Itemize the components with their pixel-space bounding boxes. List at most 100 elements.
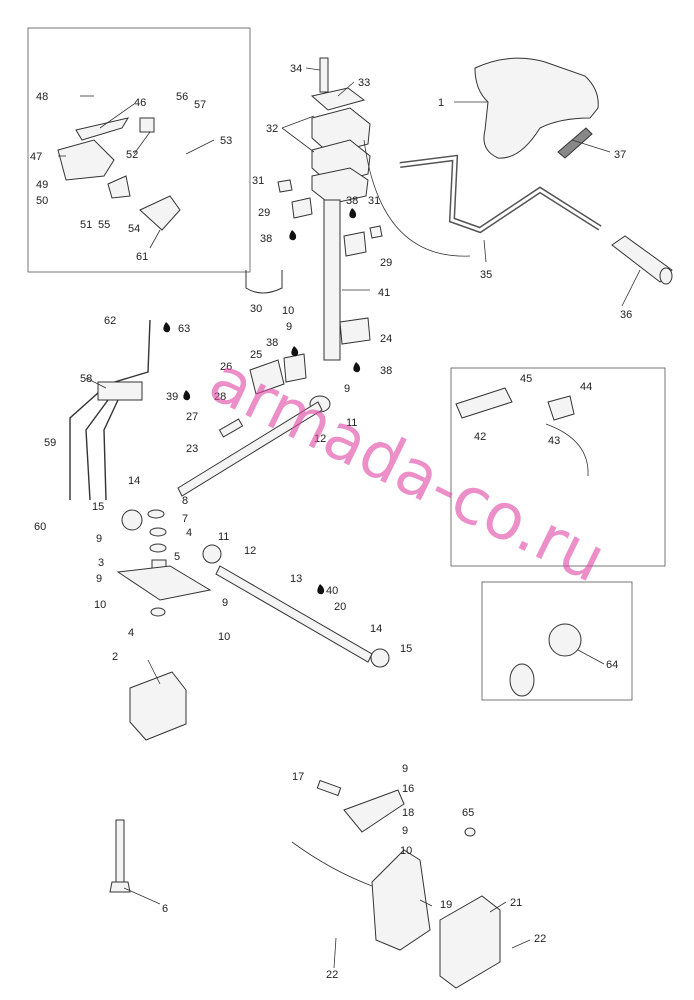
callout-46: 46 [134, 97, 146, 109]
callout-9g: 9 [402, 825, 408, 837]
callout-14b: 14 [370, 623, 382, 635]
arrow-curve-heater [545, 423, 589, 477]
callout-14a: 14 [128, 475, 140, 487]
callout-38b: 38 [260, 233, 272, 245]
callout-57: 57 [194, 99, 206, 111]
cap-55 [107, 175, 131, 199]
leader-lines [58, 67, 641, 969]
grease-drop-icon [349, 208, 357, 219]
callout-59: 59 [44, 437, 56, 449]
callout-54: 54 [128, 223, 140, 235]
clamp-block-upper [311, 107, 371, 155]
callout-44: 44 [580, 381, 592, 393]
grease-drop-icon [183, 390, 191, 401]
callout-20: 20 [334, 601, 346, 613]
lower-bracket-26 [249, 359, 285, 395]
washer-65 [464, 827, 476, 837]
long-bolt [115, 819, 125, 883]
callout-4a: 4 [186, 527, 192, 539]
reference-arrows [291, 139, 589, 887]
callout-4b: 4 [128, 627, 134, 639]
callout-29a: 29 [258, 207, 270, 219]
callout-17: 17 [292, 771, 304, 783]
callout-65: 65 [462, 807, 474, 819]
grease-drop-icon [289, 230, 297, 241]
column-clamp-left [291, 197, 313, 219]
callout-7: 7 [182, 513, 188, 525]
steering-arm-16 [343, 789, 405, 833]
inset-frame-horn [481, 581, 633, 701]
grease-drop-icon [353, 362, 361, 373]
callout-22b: 22 [534, 933, 546, 945]
callout-60: 60 [34, 521, 46, 533]
callout-41: 41 [378, 287, 390, 299]
callout-33: 33 [358, 77, 370, 89]
handlebar-tube [399, 154, 602, 234]
lever-housing [57, 139, 115, 181]
callout-16: 16 [402, 783, 414, 795]
callout-9f: 9 [402, 763, 408, 775]
callout-13: 13 [290, 573, 302, 585]
callout-31b: 31 [368, 195, 380, 207]
arrow-curve-lower [291, 841, 373, 887]
bolt-27 [218, 418, 244, 438]
callout-61: 61 [136, 251, 148, 263]
heated-grip [455, 387, 513, 419]
inset-frame-lever-assembly [27, 27, 251, 273]
callout-62: 62 [104, 315, 116, 327]
callout-27: 27 [186, 411, 198, 423]
callout-49: 49 [36, 179, 48, 191]
callout-30: 30 [250, 303, 262, 315]
cable-junction [97, 381, 143, 401]
lower-bracket-25 [283, 353, 307, 383]
nut-31-right [369, 225, 383, 239]
pivot-arm-3 [116, 565, 212, 601]
mount-block [129, 671, 187, 741]
washer-7 [149, 527, 167, 537]
cover-pad [557, 127, 593, 159]
callout-9c: 9 [96, 533, 102, 545]
throttle-lever-54 [139, 195, 181, 231]
callout-26: 26 [220, 361, 232, 373]
callout-29b: 29 [380, 257, 392, 269]
parts-line-art [57, 57, 673, 989]
callout-2: 2 [112, 651, 118, 663]
callout-40: 40 [326, 585, 338, 597]
tie-rod-upper [177, 401, 323, 497]
washer-4-upper [149, 543, 167, 553]
ball-joint-15-right [370, 648, 390, 668]
callout-55: 55 [98, 219, 110, 231]
callout-18: 18 [402, 807, 414, 819]
callout-56: 56 [176, 91, 188, 103]
grease-drops [163, 208, 361, 595]
handle-grip-end [659, 267, 673, 285]
throttle-cable [69, 319, 151, 501]
callout-25: 25 [250, 349, 262, 361]
callout-9e: 9 [222, 597, 228, 609]
watermark-text: armada-co.ru [198, 343, 616, 598]
callout-31a: 31 [252, 175, 264, 187]
clamp-upper [310, 87, 366, 111]
handle-grip [611, 235, 673, 283]
callout-32: 32 [266, 123, 278, 135]
washer-4-lower [150, 607, 166, 617]
callout-63: 63 [178, 323, 190, 335]
horn-bell [509, 663, 535, 697]
steering-housing [371, 849, 431, 951]
callout-47: 47 [30, 151, 42, 163]
column-clamp-right [343, 231, 367, 257]
callout-50: 50 [36, 195, 48, 207]
callout-28: 28 [214, 391, 226, 403]
steering-column [323, 199, 341, 361]
callout-43: 43 [548, 435, 560, 447]
callout-34: 34 [290, 63, 302, 75]
heater-switch [547, 395, 575, 421]
mounting-plate [439, 895, 501, 989]
callout-51: 51 [80, 219, 92, 231]
column-bracket [339, 317, 371, 345]
callout-52: 52 [126, 149, 138, 161]
ball-joint-15-left [121, 509, 143, 531]
callout-39: 39 [166, 391, 178, 403]
callout-64: 64 [606, 659, 618, 671]
lever-46 [75, 117, 130, 141]
